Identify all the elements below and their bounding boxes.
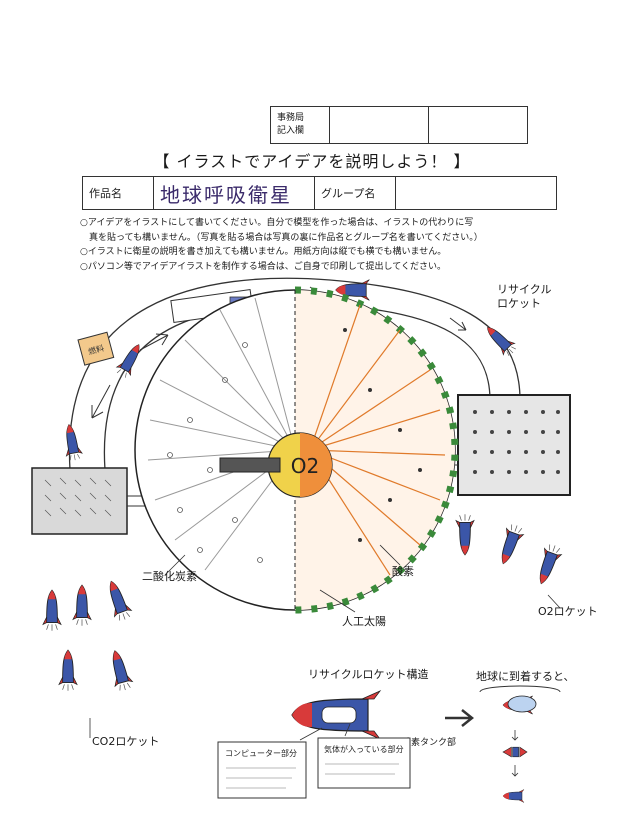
co2-collector-left	[31, 467, 160, 535]
instruction-line-3: ○イラストに衛星の説明を書き加えても構いません。用紙方向は縦でも横でも構いません…	[80, 247, 447, 257]
co2-rocket-1	[42, 589, 62, 632]
structure-title: リサイクルロケット構造	[308, 667, 428, 681]
structure-arrow	[445, 709, 475, 727]
co2-rocket-2	[72, 584, 92, 627]
gas-callout: 気体が入っている部分	[317, 723, 411, 789]
recycle-rocket-label-1: リサイクル	[497, 283, 551, 296]
arrival-sequence	[479, 685, 561, 803]
oxygen-label: 酸素	[392, 564, 414, 578]
instructions: ○アイデアをイラストにして書いてください。自分で模型を作った場合は、イラストの代…	[80, 216, 550, 274]
fuel-sign: 燃料	[77, 331, 115, 366]
sun-pipe	[219, 457, 281, 473]
recycle-rocket-label-2: ロケット	[497, 297, 541, 310]
office-use-cell-2	[428, 106, 528, 144]
leader-lines	[89, 544, 561, 738]
computer-callout-label: コンピューター部分	[225, 748, 297, 758]
o2-rocket-3	[532, 542, 564, 588]
co2-rocket-5	[105, 648, 135, 693]
instruction-line-4: ○パソコン等でアイデアイラストを制作する場合は、ご自身で印刷して提出してください…	[80, 261, 446, 272]
computer-callout: コンピューター部分	[217, 727, 323, 799]
satellite-body: O2	[134, 286, 459, 614]
work-name-label: 作品名	[82, 176, 154, 210]
gas-callout-label: 気体が入っている部分	[324, 744, 404, 754]
recycle-rocket-structure	[291, 690, 382, 740]
fuel-sign-label: 燃料	[87, 343, 105, 357]
o2-rocket-2	[494, 522, 526, 568]
instruction-line-2: 真を貼っても構いません。（写真を貼る場合は写真の裏に作品名とグループ名を書いてく…	[89, 232, 483, 243]
flow-arrow-4	[449, 317, 467, 331]
flow-arrow-1	[91, 384, 111, 419]
o2-rocket-1	[455, 513, 475, 556]
o2-symbol: O2	[291, 454, 319, 478]
orbit-rocket-2	[113, 340, 147, 381]
co2-rocket-label: CO2ロケット	[92, 735, 159, 748]
co2-rocket-4	[58, 649, 78, 692]
co2-rocket-3	[102, 577, 134, 623]
o2-rocket-label: O2ロケット	[538, 605, 598, 618]
artificial-sun-label: 人工太陽	[342, 615, 386, 628]
office-use-label-line2: 記入欄	[277, 126, 305, 136]
on-arrival-title: 地球に到着すると、	[476, 669, 575, 683]
fuel-tank-label: 酸素タンク部	[402, 736, 456, 748]
flow-arrow-2	[139, 333, 169, 351]
title-row: 作品名 地球呼吸衛星 グループ名	[82, 176, 557, 210]
instruction-line-1: ○アイデアをイラストにして書いてください。自分で模型を作った場合は、イラストの代…	[80, 218, 474, 228]
recycle-box-right	[420, 394, 571, 496]
page-heading: 【 イラストでアイデアを説明しよう！ 】	[153, 152, 471, 171]
group-name-label: グループ名	[314, 176, 396, 210]
orbit-rocket-1	[60, 422, 84, 462]
office-use-box: 事務局 記入欄	[270, 106, 528, 144]
office-use-label-line1: 事務局	[277, 113, 305, 123]
group-name-value	[395, 176, 557, 210]
orbit-rocket-4	[481, 321, 520, 360]
office-use-label: 事務局 記入欄	[270, 106, 330, 144]
co2-area-label: 二酸化炭素	[142, 569, 197, 583]
work-name-value: 地球呼吸衛星	[153, 176, 315, 210]
